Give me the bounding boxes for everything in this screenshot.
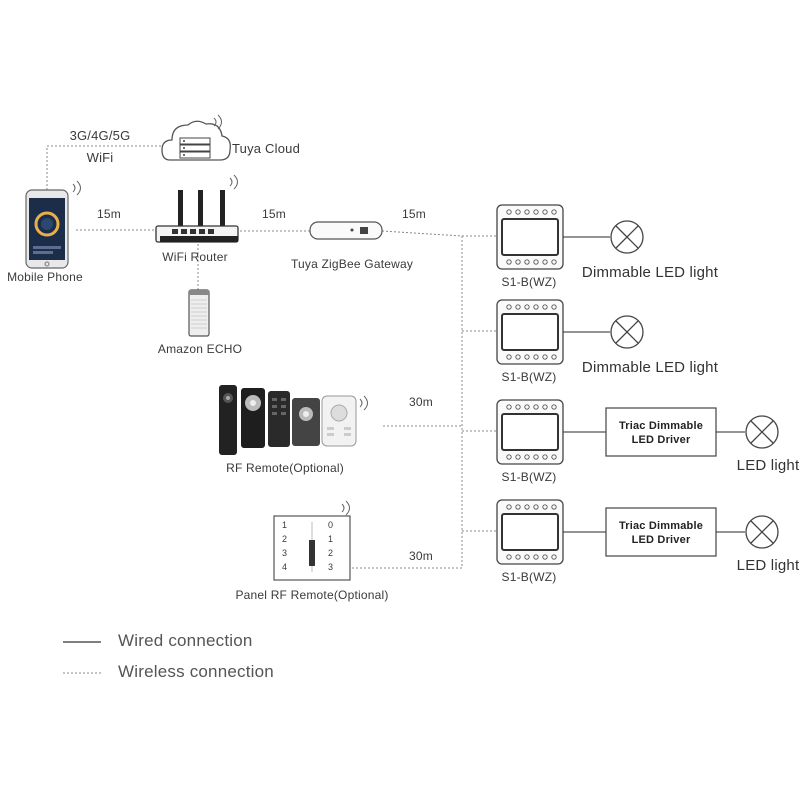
panel-left-number: 4 — [282, 562, 288, 572]
driver-label-line1: Triac Dimmable — [618, 520, 704, 532]
lamp-icon — [610, 220, 644, 254]
gateway-bus-link — [381, 230, 463, 237]
wifi-label: WiFi — [86, 150, 114, 165]
module-label: S1-B(WZ) — [501, 370, 557, 384]
cellular-label: 3G/4G/5G — [69, 128, 131, 143]
lamp-icon — [745, 515, 779, 549]
phone-icon — [25, 180, 81, 269]
dimmer-module-icon — [496, 204, 564, 270]
dimmer-module-icon — [496, 299, 564, 365]
lamp-icon — [610, 315, 644, 349]
driver-label-line2: LED Driver — [631, 534, 691, 546]
rf-remote-label: RF Remote(Optional) — [226, 461, 344, 475]
panel-distance: 30m — [409, 549, 433, 563]
gateway-icon — [309, 221, 383, 240]
panel-right-number: 3 — [328, 562, 334, 572]
dimmer-module-icon — [496, 499, 564, 565]
rf-distance: 30m — [409, 395, 433, 409]
phone-cloud-link — [46, 145, 165, 190]
cloud-icon — [161, 114, 231, 161]
lamp-icon — [745, 415, 779, 449]
cloud-label: Tuya Cloud — [232, 141, 300, 156]
load-label: LED light — [736, 557, 800, 574]
panel-right-number: 0 — [328, 520, 334, 530]
panel-right-number: 1 — [328, 534, 334, 544]
load-label: LED light — [736, 457, 800, 474]
load-label: Dimmable LED light — [581, 264, 719, 281]
rf-remote-icon — [219, 385, 368, 455]
distance-gateway-modules: 15m — [402, 207, 426, 221]
wireless-links — [46, 145, 497, 569]
legend-wired-label: Wired connection — [118, 631, 253, 650]
echo-icon — [188, 289, 210, 337]
panel-remote-icon — [273, 500, 351, 581]
module-label: S1-B(WZ) — [501, 570, 557, 584]
gateway-label: Tuya ZigBee Gateway — [290, 257, 414, 271]
load-label: Dimmable LED light — [581, 359, 719, 376]
router-label: WiFi Router — [162, 250, 228, 264]
driver-label-line1: Triac Dimmable — [618, 420, 704, 432]
panel-remote-label: Panel RF Remote(Optional) — [235, 588, 389, 602]
driver-label-line2: LED Driver — [631, 434, 691, 446]
module-label: S1-B(WZ) — [501, 275, 557, 289]
driver-box — [605, 407, 717, 457]
modules-group — [496, 204, 779, 565]
phone-label: Mobile Phone — [7, 270, 83, 284]
panel-right-number: 2 — [328, 548, 334, 558]
panel-left-number: 1 — [282, 520, 288, 530]
distance-phone-router: 15m — [97, 207, 121, 221]
driver-box — [605, 507, 717, 557]
module-label: S1-B(WZ) — [501, 470, 557, 484]
wired-links — [563, 236, 745, 533]
panel-left-number: 3 — [282, 548, 288, 558]
legend-wireless-label: Wireless connection — [118, 662, 274, 681]
distance-router-gateway: 15m — [262, 207, 286, 221]
dimmer-module-icon — [496, 399, 564, 465]
panel-left-number: 2 — [282, 534, 288, 544]
router-icon — [155, 174, 239, 243]
echo-label: Amazon ECHO — [157, 342, 243, 356]
